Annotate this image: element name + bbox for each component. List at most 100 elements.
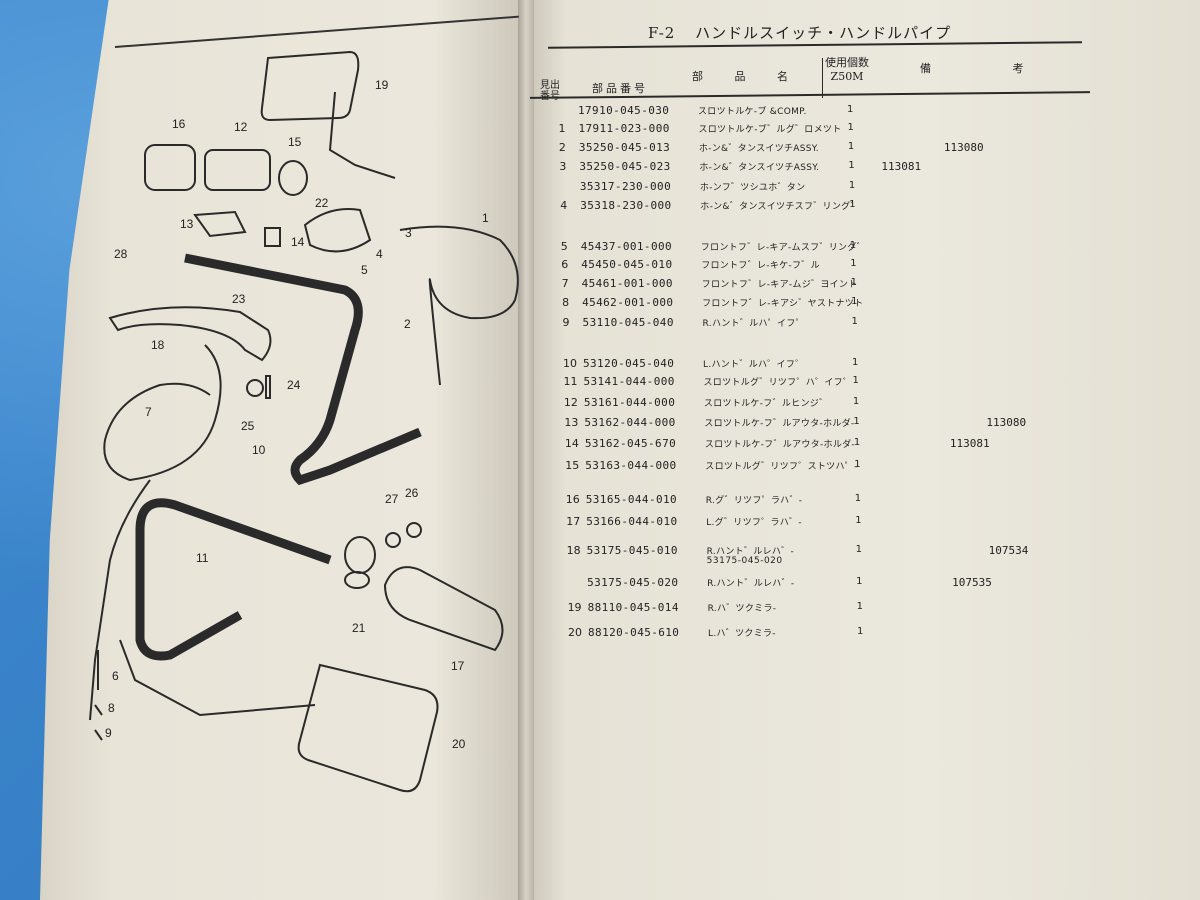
callout-21: 21 xyxy=(352,621,366,635)
callout-6: 6 xyxy=(112,669,119,683)
parts-ref-cell: 8 xyxy=(562,296,570,309)
callout-20: 20 xyxy=(452,737,466,751)
callout-11: 11 xyxy=(196,551,209,565)
parts-qty-cell: 1 xyxy=(849,240,857,251)
parts-qty-cell: 1 xyxy=(854,493,862,504)
parts-ref-cell: 17 xyxy=(566,515,581,528)
parts-part-cell: 17911-023-000 xyxy=(578,122,670,135)
col-ref-line1: 見出 xyxy=(540,80,560,91)
callout-9: 9 xyxy=(105,726,112,740)
parts-part-cell: 35250-045-023 xyxy=(579,160,671,173)
callout-18: 18 xyxy=(151,338,165,352)
parts-name-cell: R.グ゛リツフ゜ラハ゛- xyxy=(705,496,803,506)
parts-name-cell: スロツトルケ-フ゛ルアウタ-ホルダ- xyxy=(704,440,855,450)
callout-12: 12 xyxy=(234,120,248,134)
parts-part-cell: 53166-044-010 xyxy=(586,515,678,528)
parts-part-cell: 53120-045-040 xyxy=(583,357,675,370)
parts-m2-cell: 113081 xyxy=(949,437,990,450)
col-qty-header: 使用個数 Z50M xyxy=(825,56,869,84)
parts-qty-cell: 1 xyxy=(853,437,861,448)
callout-26: 26 xyxy=(405,486,419,500)
parts-part-cell: 45437-001-000 xyxy=(580,240,673,253)
parts-qty-cell: 1 xyxy=(856,576,863,587)
parts-part-cell: 45461-001-000 xyxy=(581,277,673,290)
parts-name-cell: R.ハ゛ツクミラ- xyxy=(707,604,777,614)
parts-qty-cell: 1 xyxy=(852,357,859,368)
parts-qty-cell: 1 xyxy=(851,296,858,307)
parts-ref-cell: 5 xyxy=(560,240,568,253)
parts-qty-cell: 1 xyxy=(852,375,859,386)
parts-part-cell: 53175-045-020 xyxy=(587,576,679,589)
parts-part-cell: 88120-045-610 xyxy=(588,626,680,639)
parts-qty-cell: 1 xyxy=(851,316,858,327)
parts-qty-cell: 1 xyxy=(848,160,855,171)
parts-part-cell: 35317-230-000 xyxy=(579,180,672,193)
parts-m3-cell: 113080 xyxy=(986,416,1027,429)
parts-qty-cell: 1 xyxy=(856,601,863,612)
parts-qty-cell: 1 xyxy=(849,199,856,210)
parts-name-cell: スロツトルケ-ブ゛ルグ゛ロメツト xyxy=(698,125,842,135)
section-code: F-2 xyxy=(648,24,676,42)
parts-m2-cell: 107535 xyxy=(952,576,992,589)
col-name-b: 品 xyxy=(734,70,746,83)
callout-28: 28 xyxy=(114,247,128,261)
callout-4: 4 xyxy=(376,247,383,261)
left-page xyxy=(40,0,530,900)
parts-name-cell: スロツトルケ-ブ &COMP. xyxy=(698,107,807,117)
parts-part-cell: 53162-045-670 xyxy=(584,437,677,450)
parts-part-cell: 53161-044-000 xyxy=(583,396,676,409)
parts-name-cell: L.ハ゛ツクミラ- xyxy=(708,629,776,639)
parts-name-cell: L.グ゛リツフ゜ラハ゛- xyxy=(706,518,802,528)
parts-name-cell: ホ-ン&゛タンスイツチスフ゛リング゛ xyxy=(700,202,860,212)
parts-name-cell: スロツトルグ゛リツフ゜ストツハ゜- xyxy=(705,462,858,472)
parts-ref-cell: 11 xyxy=(563,375,578,388)
callout-25: 25 xyxy=(241,419,255,433)
callout-2: 2 xyxy=(404,317,411,331)
callout-23: 23 xyxy=(232,292,246,306)
parts-name-cell: ホ-ン&゛タンスイツチASSY. xyxy=(699,163,820,173)
parts-ref-cell: 4 xyxy=(560,199,568,212)
right-page xyxy=(525,0,1200,900)
book-gutter xyxy=(518,0,534,900)
parts-name-cell: フロントフ゛レ-キケ-フ゛ル xyxy=(701,261,820,271)
callout-5: 5 xyxy=(361,263,368,277)
parts-ref-cell: 2 xyxy=(558,141,566,154)
parts-part-cell: 45462-001-000 xyxy=(582,296,674,309)
parts-qty-cell: 1 xyxy=(847,122,854,133)
exploded-parts-diagram: 19 16 12 15 22 13 14 1 3 28 5 4 23 2 18 … xyxy=(89,50,519,793)
parts-part-cell: 53175-045-010 xyxy=(586,544,678,557)
parts-m3-cell: 107534 xyxy=(988,544,1029,557)
parts-ref-cell: 16 xyxy=(565,493,580,506)
callout-16: 16 xyxy=(172,117,186,131)
parts-part-cell: 53110-045-040 xyxy=(582,316,674,329)
parts-ref-cell: 13 xyxy=(564,416,579,429)
parts-part-cell: 35250-045-013 xyxy=(578,141,671,154)
parts-part-cell: 53141-044-000 xyxy=(583,375,675,388)
parts-m2-cell: 113080 xyxy=(943,141,984,154)
callout-13: 13 xyxy=(180,217,194,231)
callout-17: 17 xyxy=(451,659,465,673)
col-remarks-a: 備 xyxy=(920,62,931,75)
callout-15: 15 xyxy=(288,135,302,149)
parts-qty-cell: 1 xyxy=(855,544,863,555)
parts-qty-cell: 1 xyxy=(852,396,860,407)
parts-m1-cell: 113081 xyxy=(881,160,922,173)
parts-qty-cell: 1 xyxy=(848,180,856,191)
parts-part-cell: 17910-045-030 xyxy=(578,104,670,117)
parts-name-cell: ホ-ン&゛タンスイツチASSY. xyxy=(698,144,819,154)
column-divider xyxy=(822,58,823,98)
col-qty-label: 使用個数 xyxy=(825,56,869,69)
parts-name-cell: R.ハント゛ルハ゜イフ゜ xyxy=(702,319,805,329)
parts-name-cell: L.ハント゛ルハ゜イフ゜ xyxy=(703,360,805,370)
parts-ref-cell: 15 xyxy=(565,459,580,472)
parts-name-cell: R.ハント゛ルレハ゛- xyxy=(707,579,795,589)
parts-name-cell: スロツトルケ-フ゛ルアウタ-ホルダ- xyxy=(704,419,855,429)
parts-name-cell: スロツトルグ゛リツフ゜ハ゜イフ゜ xyxy=(703,378,853,388)
callout-27: 27 xyxy=(385,492,399,506)
parts-part-cell: 53162-044-000 xyxy=(584,416,676,429)
callout-10: 10 xyxy=(252,443,266,457)
col-name-header: 部 品 名 xyxy=(692,68,802,84)
col-name-a: 部 xyxy=(692,70,703,83)
parts-qty-cell: 1 xyxy=(847,104,854,115)
parts-name-cell: スロツトルケ-フ゛ルヒンジ゛ xyxy=(703,399,829,409)
